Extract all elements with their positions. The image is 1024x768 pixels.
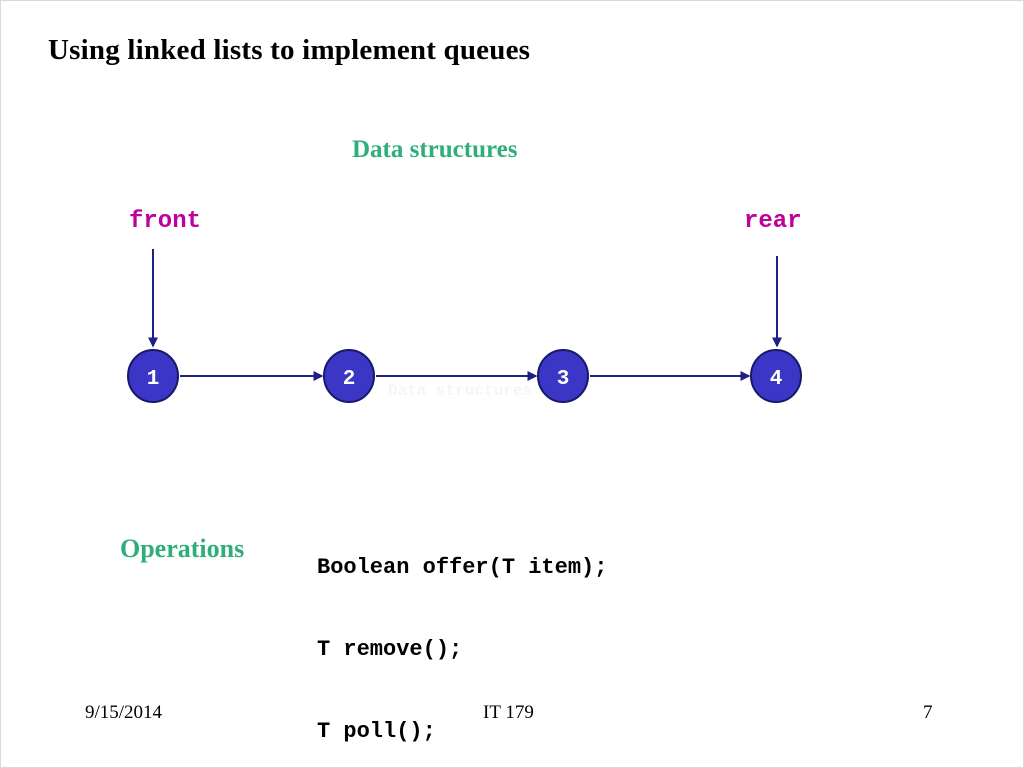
queue-node-circle [537, 349, 589, 403]
front-pointer-label: front [129, 208, 202, 235]
code-line: T remove(); [317, 637, 463, 663]
ghost-text: Data structures [388, 382, 533, 400]
queue-node-label: 1 [147, 368, 160, 391]
code-line: Boolean offer(T item); [317, 554, 608, 580]
queue-node-circle [323, 349, 375, 403]
queue-node-circle [750, 349, 802, 403]
queue-node-2: 2 [323, 349, 375, 403]
queue-node-1: 1 [127, 349, 179, 403]
footer-page-number: 7 [923, 702, 933, 723]
rear-pointer-label: rear [744, 208, 802, 235]
queue-operations-code: Boolean offer(T item); T remove(); T pol… [317, 499, 607, 768]
slide-title: Using linked lists to implement queues [48, 34, 531, 66]
queue-node-label: 3 [557, 368, 570, 391]
operations-heading: Operations [120, 534, 245, 563]
queue-node-label: 2 [343, 368, 356, 391]
code-line: T poll(); [317, 719, 436, 745]
queue-node-label: 4 [770, 368, 783, 391]
queue-node-circle [127, 349, 179, 403]
queue-node-3: 3 [537, 349, 589, 403]
footer-course: IT 179 [483, 702, 534, 723]
data-structures-heading: Data structures [352, 136, 518, 163]
footer-date: 9/15/2014 [85, 702, 163, 723]
queue-node-4: 4 [750, 349, 802, 403]
